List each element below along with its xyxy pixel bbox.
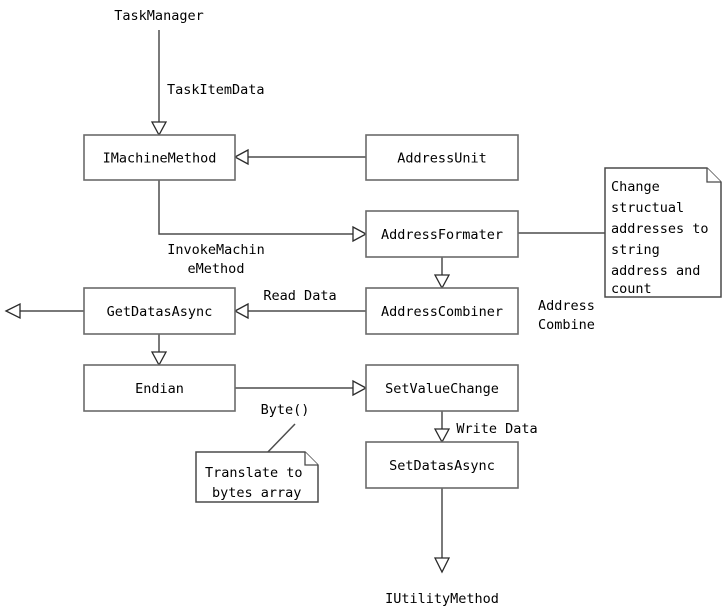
note-line: string: [611, 242, 660, 258]
edge-line: [158, 180, 353, 235]
node-label: IMachineMethod: [103, 151, 217, 167]
node-box[interactable]: [365, 134, 519, 181]
note-body[interactable]: [195, 451, 319, 503]
edge-addresscombiner-to-getdatasasync: [233, 302, 366, 320]
node-label: AddressFormater: [381, 227, 503, 243]
edge-getdatasasync-to-endian: [150, 334, 168, 367]
edge-imachinemethod-to-addressformater: [158, 180, 368, 243]
endpoint-label-iutilitymethod: IUtilityMethod: [385, 591, 499, 607]
node-endian[interactable]: Endian: [83, 364, 236, 412]
note-body[interactable]: [604, 167, 722, 298]
arrowhead-down-icon: [433, 557, 451, 574]
node-box[interactable]: [365, 441, 519, 489]
node-addressformater[interactable]: AddressFormater: [365, 210, 519, 258]
edge-getdatasasync-to-left-exit: [4, 302, 84, 320]
note-fold-corner-icon: [304, 452, 318, 466]
arrowhead-left-icon: [233, 148, 249, 166]
node-getdatasasync[interactable]: GetDatasAsync: [83, 287, 236, 335]
arrowhead-right-icon: [352, 379, 368, 397]
edge-label-writedata: Write Data: [456, 421, 537, 437]
note-fold-corner-icon: [706, 168, 721, 183]
node-setvaluechange[interactable]: SetValueChange: [365, 364, 519, 412]
edge-addressunit-to-imachinemethod: [233, 148, 366, 166]
edge-label-addresscombine-line1: Address: [538, 298, 595, 314]
node-box[interactable]: [365, 210, 519, 258]
note-translate-bytes[interactable]: Translate to bytes array: [195, 451, 319, 503]
node-label: AddressUnit: [397, 151, 486, 167]
arrowhead-down-icon: [150, 351, 168, 367]
node-imachinemethod[interactable]: IMachineMethod: [83, 134, 236, 181]
arrowhead-left-icon: [233, 302, 249, 320]
edge-label-byte: Byte(): [261, 402, 310, 418]
edge-addressformater-to-addresscombiner: [433, 257, 451, 290]
arrowhead-right-icon: [352, 225, 368, 243]
node-box[interactable]: [83, 134, 236, 181]
edge-taskmanager-to-imachinemethod: [150, 30, 168, 137]
edge-endian-to-setvaluechange: [235, 379, 368, 397]
note-line: address and: [611, 263, 700, 279]
arrowhead-down-icon: [433, 274, 451, 290]
arrowhead-down-icon: [433, 428, 451, 444]
endpoint-label-taskmanager: TaskManager: [114, 8, 203, 24]
note-line: Translate to: [205, 465, 303, 481]
edge-setvaluechange-to-setdatasasync: [433, 411, 451, 444]
node-label: GetDatasAsync: [107, 304, 213, 320]
node-addresscombiner[interactable]: AddressCombiner: [365, 287, 519, 335]
arrowhead-left-icon: [4, 302, 21, 320]
arrowhead-down-icon: [150, 121, 168, 137]
node-label: SetValueChange: [385, 381, 499, 397]
node-label: SetDatasAsync: [389, 458, 495, 474]
note-line: bytes array: [212, 485, 301, 501]
edge-label-readdata: Read Data: [263, 288, 336, 304]
edge-label-invokemachinemethod-line2: eMethod: [188, 261, 245, 277]
edge-setdatasasync-to-iutilitymethod: [433, 488, 451, 574]
node-addressunit[interactable]: AddressUnit: [365, 134, 519, 181]
edge-line: [264, 423, 296, 456]
note-change-addresses[interactable]: Change structual addresses to string add…: [604, 167, 722, 298]
node-box[interactable]: [83, 364, 236, 412]
note-line: addresses to: [611, 221, 709, 237]
node-label: AddressCombiner: [381, 304, 503, 320]
node-box[interactable]: [365, 364, 519, 412]
node-label: Endian: [135, 381, 184, 397]
edge-note-translate-connector: [264, 423, 296, 456]
node-setdatasasync[interactable]: SetDatasAsync: [365, 441, 519, 489]
note-line: count: [611, 281, 652, 297]
node-box[interactable]: [83, 287, 236, 335]
edge-label-addresscombine-line2: Combine: [538, 317, 595, 333]
node-box[interactable]: [365, 287, 519, 335]
note-line: structual: [611, 200, 684, 216]
edge-label-taskitemdata: TaskItemData: [167, 82, 265, 98]
note-line: Change: [611, 179, 660, 195]
edge-label-invokemachinemethod-line1: InvokeMachin: [167, 242, 265, 258]
